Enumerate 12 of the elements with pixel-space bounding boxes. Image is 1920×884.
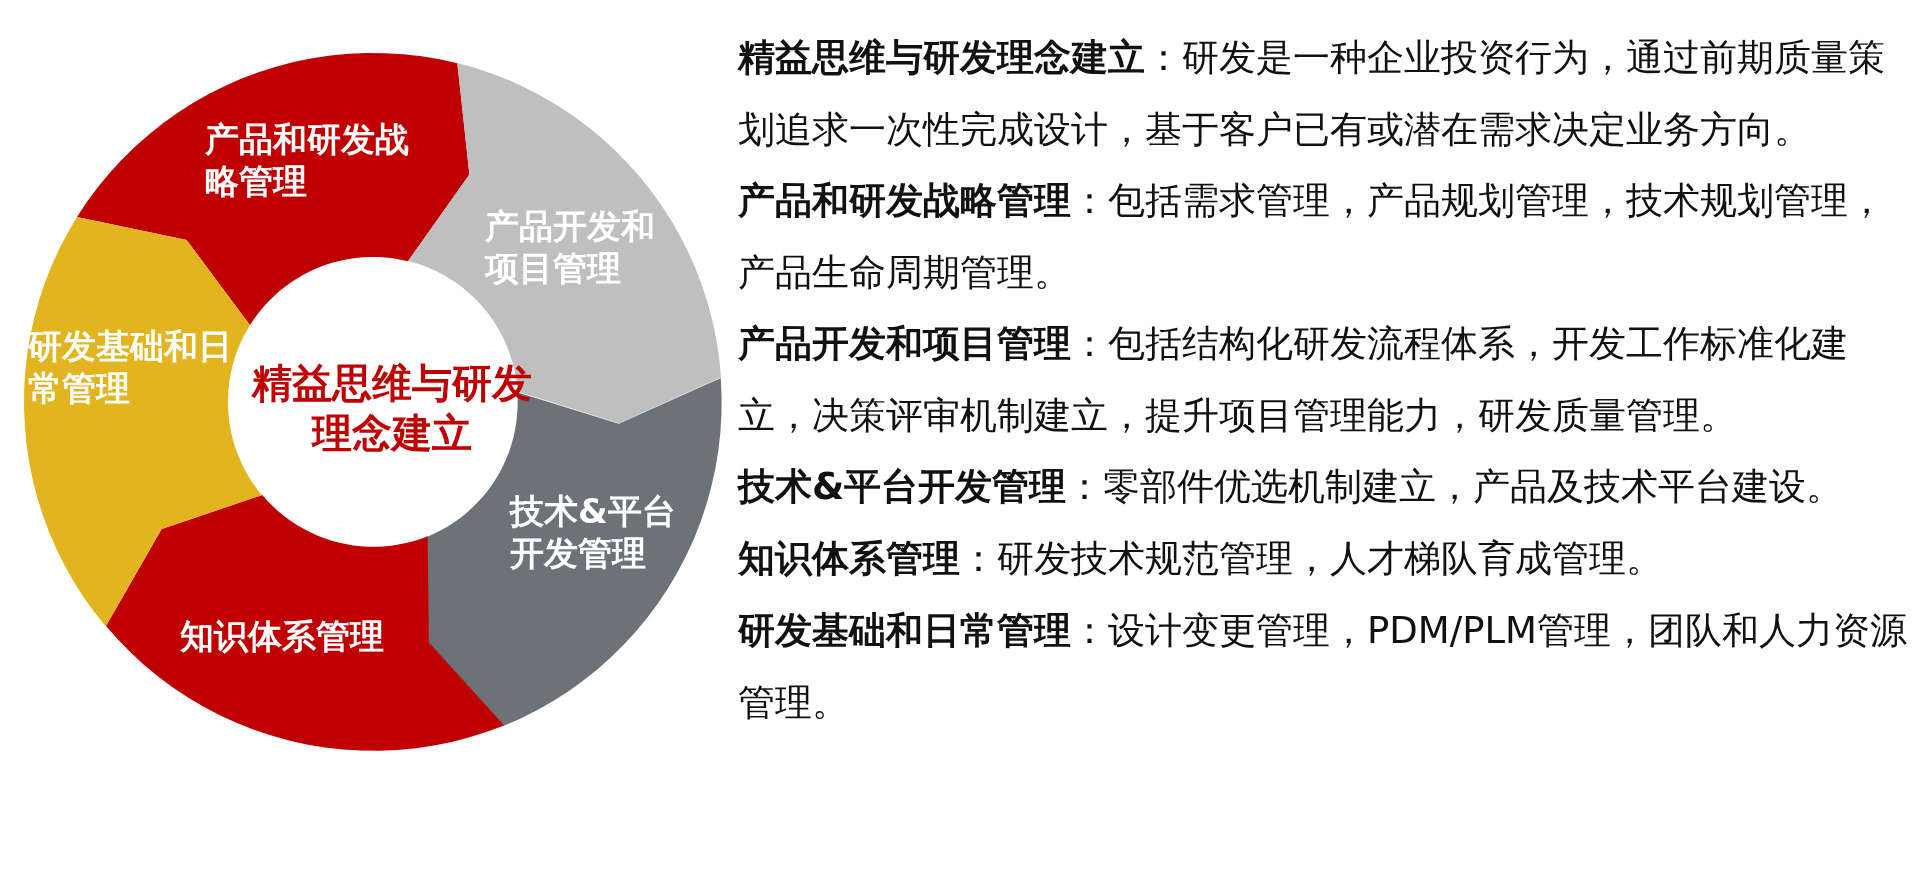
segment-label: 产品开发和项目管理 <box>485 205 656 289</box>
description-paragraph: 研发基础和日常管理：设计变更管理，PDM/PLM管理，团队和人力资源管理。 <box>738 608 1908 726</box>
description-paragraph: 知识体系管理：研发技术规范管理，人才梯队育成管理。 <box>738 536 1664 582</box>
segment-label: 知识体系管理 <box>180 615 385 657</box>
description-paragraph: 精益思维与研发理念建立：研发是一种企业投资行为，通过前期质量策划追求一次性完成设计，基于客户已有或潜在需求决定业务方向。 <box>738 35 1886 153</box>
description-paragraph: 产品开发和项目管理：包括结构化研发流程体系，开发工作标准化建立，决策评审机制建立，提升项目管理能力，研发质量管理。 <box>738 321 1849 439</box>
description-paragraph: 产品和研发战略管理：包括需求管理，产品规划管理，技术规划管理，产品生命周期管理。 <box>738 178 1886 296</box>
segment-label: 技术&平台开发管理 <box>510 490 677 574</box>
description-paragraph: 技术&平台开发管理：零部件优选机制建立，产品及技术平台建设。 <box>738 464 1845 510</box>
segment-label: 产品和研发战略管理 <box>205 118 410 202</box>
segment-label: 研发基础和日常管理 <box>28 325 233 409</box>
center-title: 精益思维与研发理念建立 <box>242 358 542 458</box>
